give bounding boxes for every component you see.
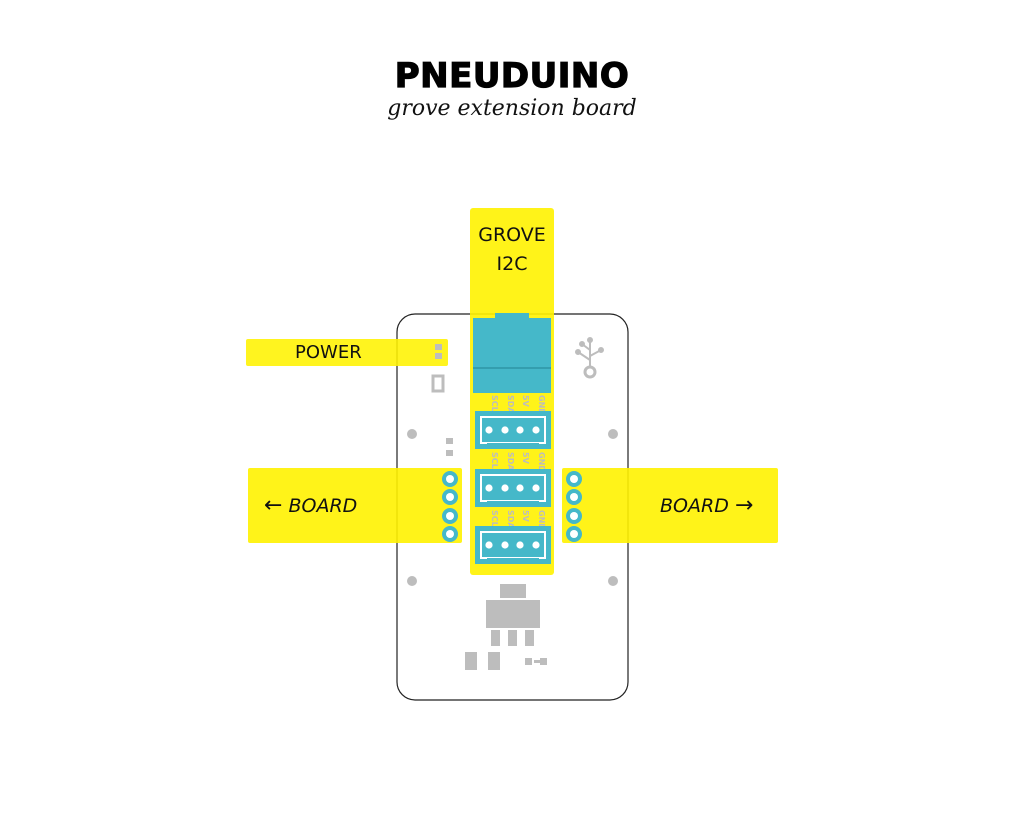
capacitor xyxy=(465,652,477,670)
grove-pin xyxy=(516,541,524,549)
grove-label-line1: GROVE xyxy=(478,224,546,246)
smd-component xyxy=(534,660,540,663)
board-subtitle: grove extension board xyxy=(387,96,637,121)
pin-label: SDA xyxy=(506,395,515,414)
grove-main-connector xyxy=(473,313,551,393)
power-led xyxy=(435,344,442,350)
pin-label: SCL xyxy=(490,395,499,412)
power-led xyxy=(435,353,442,359)
pin-label: GND xyxy=(537,510,546,530)
grove-pin xyxy=(532,484,540,492)
pin-label: SDA xyxy=(506,510,515,529)
board-left-label: ← BOARD xyxy=(264,493,357,518)
pin-label: GND xyxy=(537,452,546,472)
arrow-right-icon: → xyxy=(734,493,754,518)
grove-pin xyxy=(516,426,524,434)
mounting-hole xyxy=(608,429,618,439)
board-right-text: BOARD xyxy=(660,495,729,517)
mounting-hole xyxy=(407,429,417,439)
smd-component xyxy=(446,438,453,444)
grove-pin xyxy=(485,484,493,492)
board-left-highlight xyxy=(248,468,462,543)
board-left-text: BOARD xyxy=(288,495,358,517)
grove-label-line2: I2C xyxy=(496,253,528,275)
grove-pin xyxy=(532,541,540,549)
smd-component xyxy=(431,374,445,393)
pin-label: GND xyxy=(537,395,546,415)
grove-connector xyxy=(475,469,551,507)
board-right-label: BOARD → xyxy=(660,493,753,518)
grove-connector xyxy=(475,526,551,564)
smd-component xyxy=(540,658,547,665)
smd-component xyxy=(446,450,453,456)
power-highlight xyxy=(246,339,448,366)
grove-pin xyxy=(501,541,509,549)
pin-label: 5V xyxy=(521,395,530,408)
header-pin-column xyxy=(442,471,458,542)
pin-label: 5V xyxy=(521,510,530,523)
voltage-regulator xyxy=(486,584,540,646)
mounting-hole xyxy=(608,576,618,586)
smd-component xyxy=(525,658,532,665)
pin-label: SCL xyxy=(490,510,499,527)
power-label: POWER xyxy=(295,342,362,363)
grove-pin xyxy=(501,484,509,492)
grove-connector xyxy=(475,411,551,449)
pin-label: SDA xyxy=(506,452,515,471)
pneuduino-logo-icon xyxy=(575,337,604,379)
mounting-hole xyxy=(407,576,417,586)
pin-label: SCL xyxy=(490,452,499,469)
board-right-highlight xyxy=(562,468,778,543)
grove-pin xyxy=(485,541,493,549)
pin-labels: SCL SDA 5V GND SCL SDA 5V GND SCL SDA 5V GND xyxy=(490,395,546,530)
header-pin-column xyxy=(566,471,582,542)
pin-label: 5V xyxy=(521,452,530,465)
board-title: PNEUDUINO xyxy=(394,55,630,96)
capacitor xyxy=(488,652,500,670)
grove-pin xyxy=(532,426,540,434)
arrow-left-icon: ← xyxy=(264,493,283,518)
grove-pin xyxy=(485,426,493,434)
grove-pin xyxy=(501,426,509,434)
grove-pin xyxy=(516,484,524,492)
